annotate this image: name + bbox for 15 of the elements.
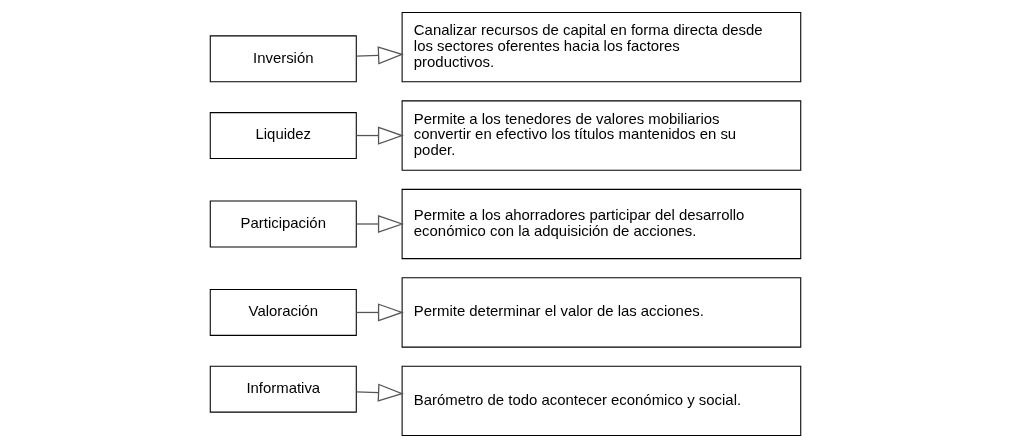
node-box: Liquidez [209,112,357,159]
node-box: Permite a los tenedores de valores mobiliarios convertir en efectivo los títulos mantenidos en su poder. [401,100,801,171]
node-box: Barómetro de todo acontecer económico y social. [401,365,801,437]
node-box: Valoración [209,289,357,336]
arrow [355,383,404,402]
node-box: Canalizar recursos de capital en forma directa desde los sectores oferentes hacia los factores productivos. [401,11,801,83]
arrow [355,303,404,322]
node-box: Permite determinar el valor de las acciones. [401,277,801,348]
arrow [355,46,404,65]
node-box: Participación [209,200,357,248]
arrow [355,126,404,145]
node-box: Permite a los ahorradores participar del desarrollo económico con la adquisición de acciones. [401,188,801,260]
arrow [355,214,404,234]
node-box: Inversión [209,35,357,83]
node-box: Informativa [209,365,357,413]
